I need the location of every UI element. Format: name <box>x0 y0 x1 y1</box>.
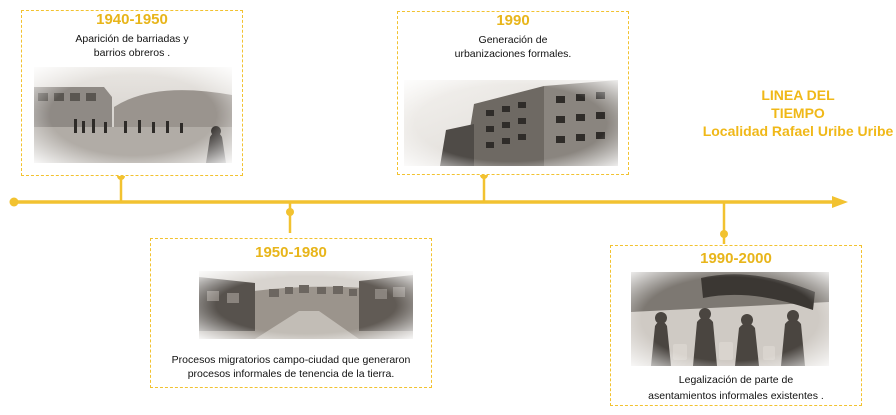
event-description-line1: Generación de <box>478 34 548 46</box>
event-card-1940-1950: 1940-1950 Aparición de barriadas y barri… <box>21 10 243 176</box>
event-description-line2: barrios obreros . <box>93 47 171 59</box>
event-description-line1: Procesos migratorios campo-ciudad que ge… <box>171 354 411 366</box>
apartment-buildings-photo <box>404 80 618 166</box>
water-delivery-photo <box>631 272 829 366</box>
timeline-title: LINEA DEL TIEMPO Localidad Rafael Uribe … <box>700 86 896 140</box>
connector-dot-1990-2000 <box>720 230 728 238</box>
historical-neighborhood-photo <box>34 67 232 163</box>
event-card-1990-2000: 1990-2000 Legalización de par <box>610 245 862 406</box>
event-description-line1: Aparición de barriadas y <box>75 33 189 45</box>
event-year: 1990 <box>496 12 530 29</box>
title-line-3: Localidad Rafael Uribe Uribe <box>702 123 894 139</box>
timeline-start-dot <box>9 197 19 207</box>
event-description-line2: asentamientos informales existentes . <box>648 390 824 402</box>
event-description-line1: Legalización de parte de <box>678 374 794 386</box>
hillside-informal-housing-photo <box>199 271 413 339</box>
event-card-1990: 1990 Generación de urbanizaciones formal… <box>397 11 629 175</box>
title-line-1: LINEA DEL <box>761 87 835 103</box>
event-card-1950-1980: 1950-1980 Procesos migratori <box>150 238 432 388</box>
title-line-2: TIEMPO <box>771 105 825 121</box>
event-description-line2: urbanizaciones formales. <box>454 48 572 60</box>
event-description-line2: procesos informales de tenencia de la ti… <box>187 368 395 380</box>
connector-dot-1950 <box>286 208 294 216</box>
event-year: 1950-1980 <box>255 244 327 261</box>
event-year: 1940-1950 <box>96 11 168 28</box>
event-year: 1990-2000 <box>700 250 772 267</box>
timeline-arrowhead <box>832 196 848 208</box>
